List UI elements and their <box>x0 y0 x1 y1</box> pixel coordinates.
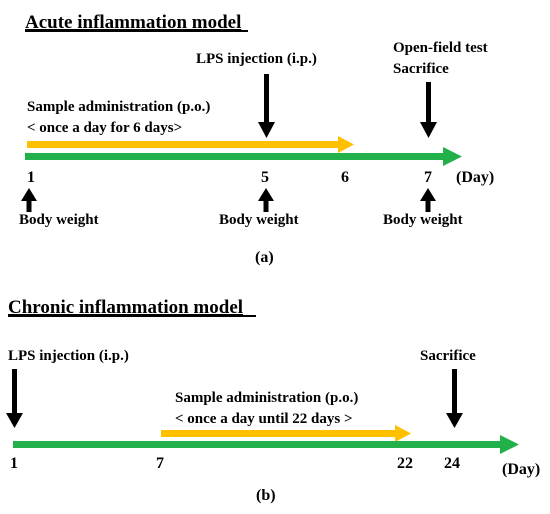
panel-b-sample-label-line1: Sample administration (p.o.) <box>175 390 358 406</box>
panel-a-sacrifice-label: Sacrifice <box>393 61 449 77</box>
panel-a-day-7: 7 <box>424 169 432 186</box>
panel-a-sample-label-line2: < once a day for 6 days> <box>27 120 182 136</box>
panel-a-lps-down-arrow <box>258 74 275 138</box>
panel-b-lps-down-arrow <box>6 369 23 428</box>
panel-a-bodyweight-label-1: Body weight <box>19 212 99 228</box>
panel-a-bodyweight-label-2: Body weight <box>219 212 299 228</box>
panel-a-sample-label-line1: Sample administration (p.o.) <box>27 99 210 115</box>
panel-b-day-7: 7 <box>156 455 164 472</box>
panel-a-day-6: 6 <box>341 169 349 186</box>
panel-b-treatment-bar <box>161 425 411 442</box>
panel-a-bodyweight-label-3: Body weight <box>383 212 463 228</box>
panel-b-day-24: 24 <box>444 455 460 472</box>
panel-a-day-5: 5 <box>261 169 269 186</box>
panel-b-lps-label: LPS injection (i.p.) <box>8 348 129 364</box>
panel-a-openfield-label: Open-field test <box>393 40 488 56</box>
panel-b-caption: (b) <box>256 487 276 504</box>
panel-a-bodyweight-up-arrow-3 <box>420 188 436 212</box>
panel-a-day-unit: (Day) <box>456 169 494 186</box>
panel-b-sacrifice-down-arrow <box>446 369 463 428</box>
panel-a-timeline-axis <box>25 147 462 166</box>
panel-a-bodyweight-up-arrow-1 <box>21 188 37 212</box>
panel-b-sample-label-line2: < once a day until 22 days > <box>175 411 353 427</box>
panel-a-bodyweight-up-arrow-2 <box>258 188 274 212</box>
panel-b-timeline-axis <box>13 435 519 454</box>
panel-a-lps-label: LPS injection (i.p.) <box>196 51 317 67</box>
panel-b-day-1: 1 <box>10 455 18 472</box>
panel-a-day-1: 1 <box>27 169 35 186</box>
panel-a-acute-model: Acute inflammation model LPS injection (… <box>19 12 494 266</box>
panel-b-day-unit: (Day) <box>502 461 540 478</box>
panel-b-chronic-model: Chronic inflammation model LPS injection… <box>6 297 540 504</box>
panel-b-sacrifice-label: Sacrifice <box>420 348 476 364</box>
panel-a-caption: (a) <box>255 249 274 266</box>
panel-a-treatment-bar <box>27 136 354 153</box>
panel-b-day-22: 22 <box>397 455 413 472</box>
panel-b-title: Chronic inflammation model <box>8 297 243 318</box>
panel-a-title: Acute inflammation model <box>25 12 241 33</box>
panel-a-sacrifice-down-arrow <box>420 82 437 138</box>
